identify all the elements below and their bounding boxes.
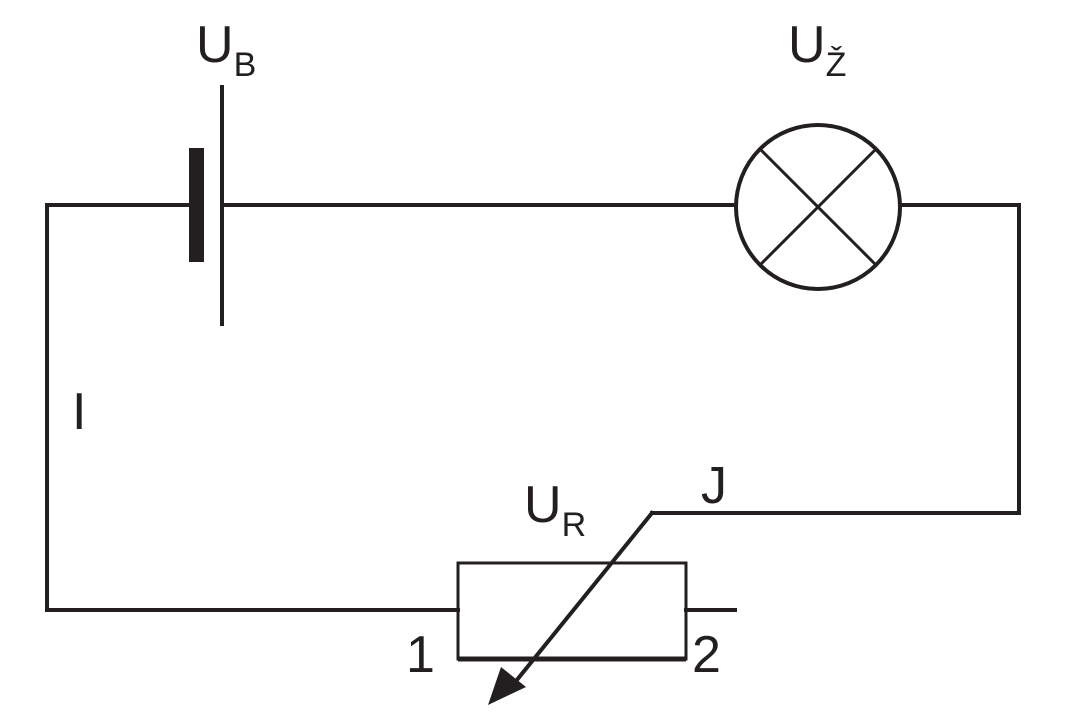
rheostat-symbol (456, 510, 688, 705)
junction-label: J (701, 457, 727, 515)
bulb-symbol (734, 123, 902, 291)
bulb-label: UŽ (788, 16, 846, 84)
battery-symbol (189, 85, 224, 326)
resistor-label-main: U (524, 476, 562, 534)
slider-arrow-head (488, 667, 526, 705)
terminal-1-label: 1 (406, 626, 435, 684)
terminal-2-label: 2 (692, 626, 721, 684)
current-label: I (72, 383, 86, 441)
battery-label: UB (196, 16, 256, 84)
wires (45, 203, 1021, 612)
wire-left-top (45, 203, 460, 612)
battery-negative-plate (189, 148, 204, 262)
bulb-label-main: U (788, 16, 826, 74)
labels: UB UŽ UR I J 1 2 (72, 16, 846, 684)
slider-arrow-line (509, 510, 655, 689)
bulb-label-sub: Ž (826, 46, 847, 84)
resistor-label-sub: R (562, 506, 587, 544)
battery-label-sub: B (234, 46, 257, 84)
wire-right (650, 203, 1021, 515)
battery-label-main: U (196, 16, 234, 74)
bulb-cross-2 (758, 147, 878, 267)
resistor-label: UR (524, 476, 586, 544)
